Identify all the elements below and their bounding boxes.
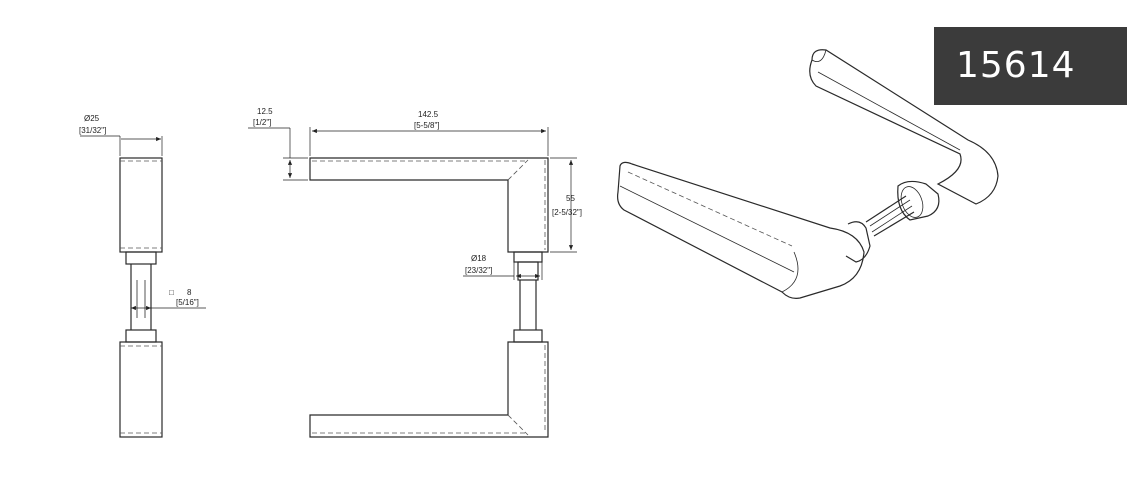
- height-metric: 55: [566, 194, 575, 203]
- rose-diameter-metric: Ø25: [84, 114, 100, 123]
- neck-diameter-metric: Ø18: [471, 254, 487, 263]
- product-code-badge: 15614: [934, 27, 1127, 105]
- thickness-metric: 12.5: [257, 107, 273, 116]
- thickness-imperial: [1/2"]: [253, 118, 271, 127]
- rose-diameter-imperial: [31/32"]: [79, 126, 106, 135]
- length-metric: 142.5: [418, 110, 439, 119]
- side-view: [80, 135, 206, 438]
- spindle-square-symbol: □: [169, 288, 174, 297]
- length-imperial: [5-5/8"]: [414, 121, 440, 130]
- front-view: [248, 127, 577, 438]
- height-imperial: [2-5/32"]: [552, 208, 582, 217]
- spindle-imperial: [5/16"]: [176, 298, 199, 307]
- neck-diameter-imperial: [23/32"]: [465, 266, 492, 275]
- isometric-view: [617, 49, 999, 299]
- spindle-metric: 8: [187, 288, 192, 297]
